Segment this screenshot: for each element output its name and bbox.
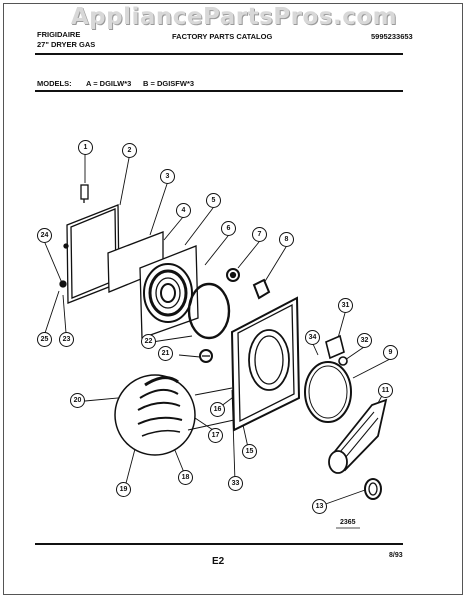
header-rule [35, 53, 403, 55]
document-number: 5995233653 [371, 32, 413, 41]
product-label: 27" DRYER GAS [37, 40, 96, 49]
revision-date: 8/93 [389, 552, 403, 559]
part-8-bracket [252, 278, 271, 300]
callout-25: 25 [37, 332, 52, 347]
detail-circle [114, 374, 235, 456]
callout-9: 9 [383, 345, 398, 360]
callout-5: 5 [206, 193, 221, 208]
catalog-title: FACTORY PARTS CATALOG [172, 32, 273, 41]
part-7-knob [226, 268, 240, 282]
model-b: B = DGISFW*3 [143, 79, 195, 88]
part-31-bracket [325, 334, 345, 360]
callout-20: 20 [70, 393, 85, 408]
drawing-number: 2365 [340, 519, 356, 526]
callout-21: 21 [158, 346, 173, 361]
brand-label: FRIGIDAIRE [37, 30, 81, 39]
part-13-ring [364, 478, 382, 500]
callout-31: 31 [338, 298, 353, 313]
callout-11: 11 [378, 383, 393, 398]
part-9-gasket [304, 361, 352, 423]
callout-22: 22 [141, 334, 156, 349]
part-5-drum-housing [139, 245, 199, 339]
callout-34: 34 [305, 330, 320, 345]
callout-8: 8 [279, 232, 294, 247]
page-frame [3, 3, 463, 595]
part-15-front-frame [230, 296, 301, 432]
callout-33: 33 [228, 476, 243, 491]
callout-7: 7 [252, 227, 267, 242]
watermark: AppliancePartsPros.com [70, 4, 398, 30]
part-11-duct [328, 398, 388, 474]
callout-32: 32 [357, 333, 372, 348]
part-22-ring [187, 282, 231, 340]
leader-lines [44, 154, 391, 507]
callout-6: 6 [221, 221, 236, 236]
models-rule [35, 90, 403, 92]
part-1-pin [80, 184, 89, 203]
models-label: MODELS: [37, 79, 72, 88]
callout-13: 13 [312, 499, 327, 514]
callout-16: 16 [210, 402, 225, 417]
callout-2: 2 [122, 143, 137, 158]
callout-15: 15 [242, 444, 257, 459]
callout-3: 3 [160, 169, 175, 184]
footer-rule [35, 543, 403, 545]
callout-23: 23 [59, 332, 74, 347]
callout-19: 19 [116, 482, 131, 497]
part-32-clip [338, 356, 348, 366]
page-number: E2 [212, 556, 225, 567]
callout-17: 17 [208, 428, 223, 443]
part-21-fitting [199, 349, 213, 363]
callout-24: 24 [37, 228, 52, 243]
callout-1: 1 [78, 140, 93, 155]
model-a: A = DGILW*3 [86, 79, 132, 88]
callout-18: 18 [178, 470, 193, 485]
callout-4: 4 [176, 203, 191, 218]
